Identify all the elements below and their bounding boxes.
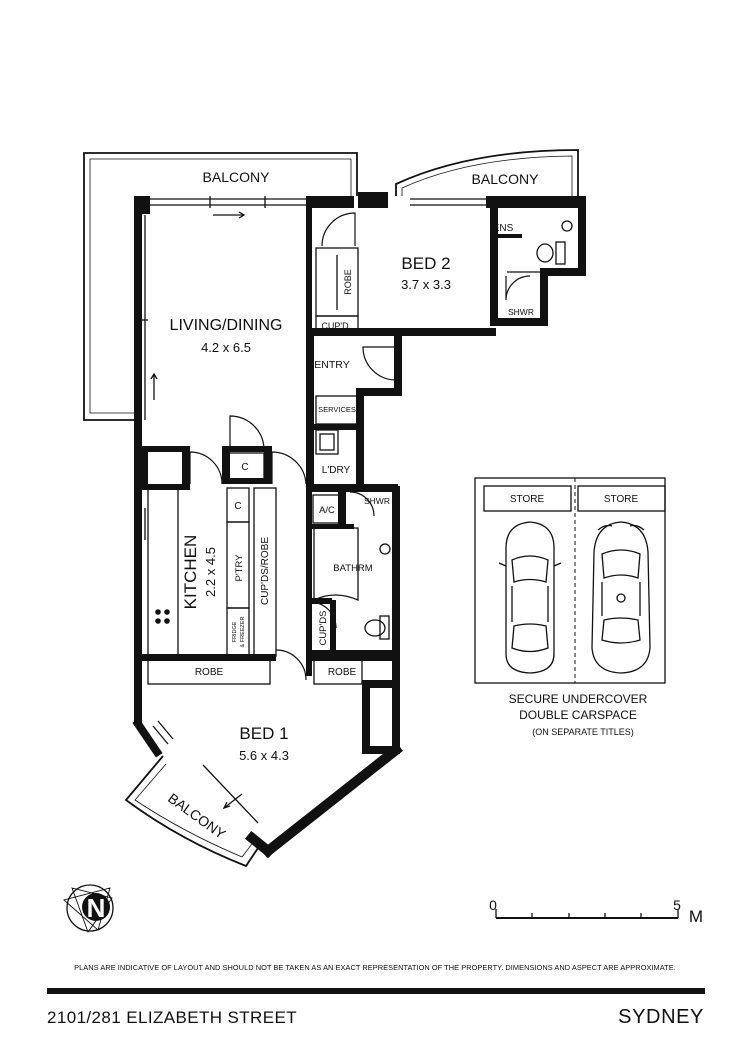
ensuite-label: ENS — [493, 223, 514, 234]
parking-caption-line2: DOUBLE CARSPACE — [519, 708, 637, 722]
store-right-label: STORE — [604, 494, 639, 505]
parking-diagram: STORE STORE SECURE UNDERCOVER DOUBLE CAR… — [474, 477, 666, 737]
kitchen-label: KITCHEN — [181, 535, 200, 610]
property-city: SYDNEY — [618, 1006, 704, 1028]
robe-right-label: ROBE — [328, 667, 357, 678]
parking-caption-line1: SECURE UNDERCOVER — [509, 692, 648, 706]
door-swings — [189, 212, 531, 681]
walls — [134, 192, 586, 754]
fridge-label: FRIDGE — [232, 621, 238, 642]
shower-bath-label: SHWR — [364, 496, 390, 506]
pantry-label: P'TRY — [234, 554, 245, 582]
services-label: SERVICES — [318, 405, 356, 414]
cooktop — [155, 609, 170, 624]
living-dining-label: LIVING/DINING — [170, 317, 283, 334]
entry-label: ENTRY — [314, 359, 349, 371]
scale-end-label: 5 — [673, 897, 681, 913]
store-left-label: STORE — [510, 494, 545, 505]
car-left-icon — [498, 521, 562, 674]
balcony-left-label: BALCONY — [203, 169, 271, 185]
bed2-size: 3.7 x 3.3 — [401, 277, 451, 292]
shower-ensuite-label: SHWR — [508, 307, 534, 317]
hall-cupboard-label: C — [241, 462, 248, 473]
scale-start-label: 0 — [489, 897, 497, 913]
bed1-label: BED 1 — [239, 724, 288, 743]
freezer-label: & FREEZER — [240, 617, 246, 648]
robe-left-label: ROBE — [195, 667, 224, 678]
store-right-box — [577, 485, 666, 512]
north-compass: N — [63, 884, 114, 933]
scale-unit-label: M — [689, 907, 703, 926]
room-labels: BALCONY BALCONY BALCONY LIVING/DINING 4.… — [165, 169, 539, 842]
north-letter: N — [87, 893, 106, 923]
balcony-outlines — [83, 149, 579, 868]
kitchen-size: 2.2 x 4.5 — [203, 547, 218, 597]
store-left-box — [483, 485, 572, 512]
living-dining-size: 4.2 x 6.5 — [201, 340, 251, 355]
car-right-icon — [591, 521, 651, 674]
disclaimer-text: PLANS ARE INDICATIVE OF LAYOUT AND SHOUL… — [74, 963, 676, 972]
angled-walls — [132, 718, 404, 859]
ac-label: A/C — [319, 505, 335, 516]
cupd-bed2-label: CUP'D — [321, 321, 349, 331]
cupds-robe-label: CUP'DS/ROBE — [260, 537, 271, 605]
kitchen-cupboard-label: C — [234, 501, 241, 512]
bed2-label: BED 2 — [401, 254, 450, 273]
scale-bar — [495, 909, 679, 919]
bathroom-label: BATHRM — [333, 563, 372, 574]
robe-bed2-label: ROBE — [343, 269, 353, 295]
cupds-label: CUP'DS — [318, 610, 329, 645]
bed1-size: 5.6 x 4.3 — [239, 748, 289, 763]
laundry-label: L'DRY — [322, 465, 351, 476]
footer-rule — [47, 988, 705, 994]
parking-caption-line3: (ON SEPARATE TITLES) — [532, 727, 634, 737]
balcony-bed1-label: BALCONY — [165, 790, 229, 843]
balcony-right-label: BALCONY — [472, 171, 540, 187]
property-address: 2101/281 ELIZABETH STREET — [47, 1008, 297, 1027]
